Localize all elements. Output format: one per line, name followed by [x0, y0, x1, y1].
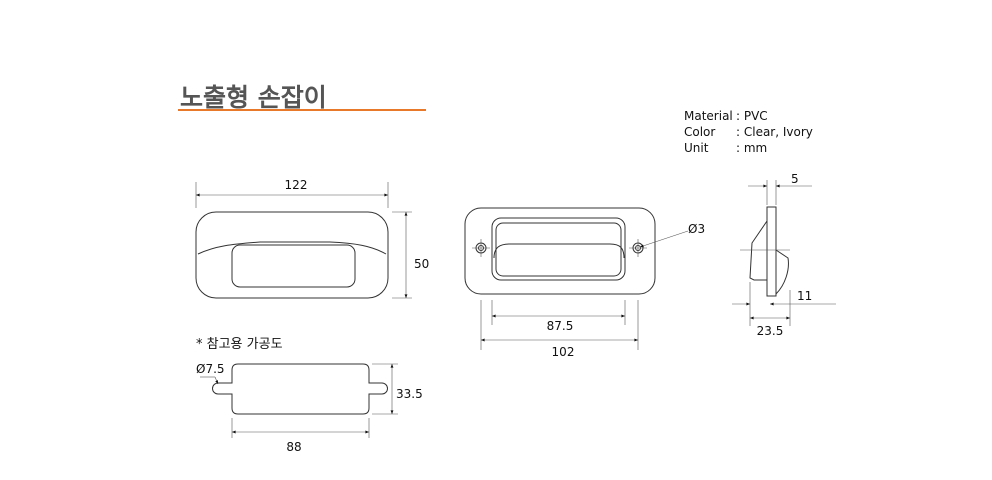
- spec-value: : PVC: [736, 109, 768, 123]
- depth-dimension: 23.5: [757, 324, 784, 338]
- cutout-view: * 참고용 가공도 Ø7.5 33.5 88: [196, 337, 423, 454]
- hole-diameter-label: Ø3: [688, 222, 705, 236]
- page-title: 노출형 손잡이: [180, 83, 327, 112]
- cutout-height-dimension: 33.5: [396, 387, 423, 401]
- spec-label: Unit: [684, 141, 709, 155]
- spec-label: Color: [684, 125, 715, 139]
- plate-thickness-dimension: 5: [791, 172, 799, 186]
- spec-list: Material : PVC Color : Clear, Ivory Unit…: [684, 109, 813, 155]
- hole-pitch-dimension: 87.5: [547, 319, 574, 333]
- spec-value: : Clear, Ivory: [736, 125, 813, 139]
- side-view: 5 11 23.5: [732, 172, 836, 338]
- spec-value: : mm: [736, 141, 767, 155]
- back-view: Ø3 87.5 102: [464, 207, 705, 359]
- width-dimension: 122: [285, 178, 308, 192]
- cutout-note: * 참고용 가공도: [196, 337, 283, 352]
- height-dimension: 50: [414, 257, 429, 271]
- front-view: 122 50: [195, 178, 429, 299]
- spec-label: Material: [684, 109, 733, 123]
- width-dimension: 102: [552, 345, 575, 359]
- slot-diameter-label: Ø7.5: [196, 362, 225, 376]
- cutout-width-dimension: 88: [286, 440, 301, 454]
- mounting-hole-right: [629, 239, 647, 257]
- mounting-hole-left: [472, 239, 490, 257]
- protrusion-dimension: 11: [797, 289, 812, 303]
